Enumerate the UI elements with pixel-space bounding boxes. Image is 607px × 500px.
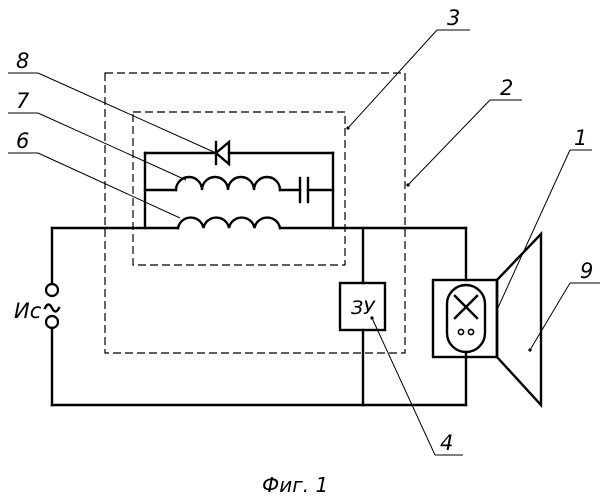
coil-6-main-line <box>52 218 466 228</box>
reflector-9 <box>497 234 541 405</box>
callout-label-6: 6 <box>16 129 29 153</box>
callout-2 <box>406 100 522 187</box>
ac-source <box>45 228 59 405</box>
callout-label-9: 9 <box>580 259 593 283</box>
source-label: Ис <box>14 299 42 323</box>
charger-label: ЗУ <box>351 297 376 319</box>
callout-3 <box>346 30 470 130</box>
callout-label-4: 4 <box>440 431 453 455</box>
coil-7-with-capacitor <box>145 177 333 202</box>
lamp-unit-1 <box>433 228 497 405</box>
callout-label-7: 7 <box>16 89 30 113</box>
callout-label-3: 3 <box>447 6 460 30</box>
callout-9 <box>528 283 600 352</box>
callout-label-8: 8 <box>16 49 29 73</box>
figure-caption: Фиг. 1 <box>262 473 328 497</box>
callout-label-1: 1 <box>574 126 587 150</box>
callout-1 <box>496 150 592 312</box>
callout-label-2: 2 <box>500 76 513 100</box>
callout-6 <box>8 153 180 218</box>
callout-7 <box>8 113 186 180</box>
diode-8 <box>145 142 333 164</box>
inner-dashed-block-3 <box>133 112 345 265</box>
